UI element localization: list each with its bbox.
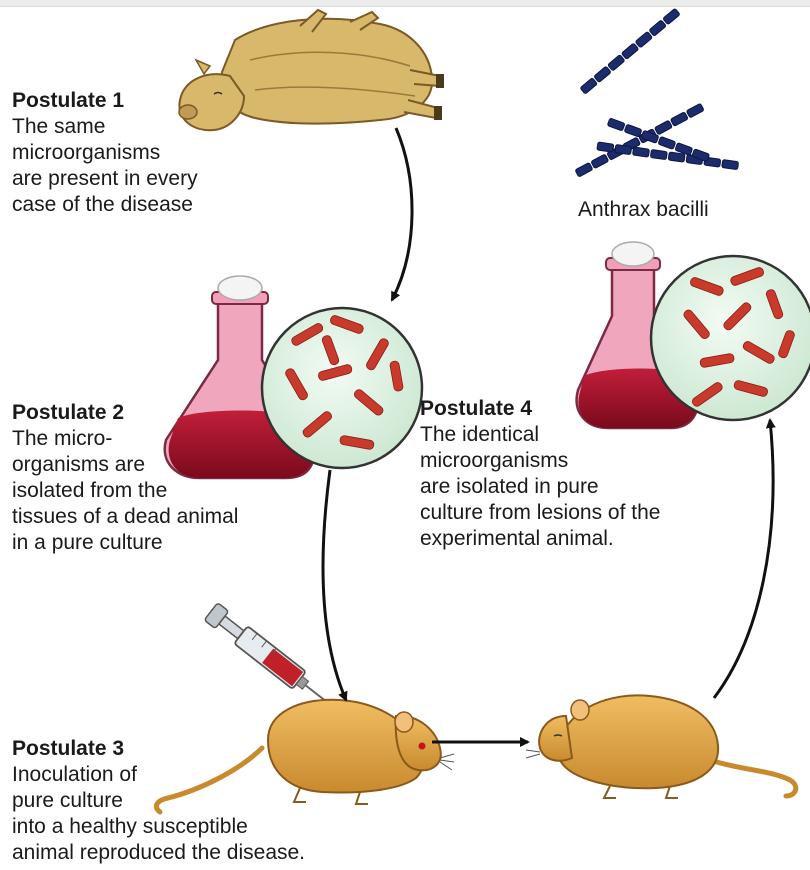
postulate-line: are present in every [12,166,198,192]
postulate-line: organisms are [12,452,238,478]
postulate-4-block: Postulate 4 The identical microorganisms… [420,396,660,552]
postulate-line: isolated from the [12,478,238,504]
postulate-1-block: Postulate 1 The same microorganisms are … [12,88,198,218]
postulate-title: Postulate 1 [12,88,198,114]
postulate-2-block: Postulate 2 The micro- organisms are iso… [12,400,238,556]
postulate-line: pure culture [12,788,305,814]
postulate-line: animal reproduced the disease. [12,840,305,866]
microscope-view-icon [262,308,422,468]
microscope-view-icon [651,256,810,420]
postulate-title: Postulate 4 [420,396,660,422]
postulate-line: experimental animal. [420,526,660,552]
dead-cow-icon [179,10,444,130]
postulate-line: The identical [420,422,660,448]
postulate-line: in a pure culture [12,530,238,556]
syringe-icon [204,603,339,715]
postulate-line: The same [12,114,198,140]
postulate-line: culture from lesions of the [420,500,660,526]
arrow-icon [392,128,412,300]
postulate-line: The micro- [12,426,238,452]
postulate-line: microorganisms [12,140,198,166]
postulate-3-block: Postulate 3 Inoculation of pure culture … [12,736,305,866]
sick-rat-icon [526,695,796,798]
bacilli-caption: Anthrax bacilli [578,198,709,222]
postulate-line: case of the disease [12,192,198,218]
arrow-icon [323,470,346,700]
postulate-title: Postulate 2 [12,400,238,426]
postulate-line: are isolated in pure [420,474,660,500]
postulate-line: into a healthy susceptible [12,814,305,840]
anthrax-bacilli-icon [575,8,739,177]
arrow-icon [714,420,773,698]
postulate-title: Postulate 3 [12,736,305,762]
postulate-line: microorganisms [420,448,660,474]
postulate-line: tissues of a dead animal [12,504,238,530]
postulate-line: Inoculation of [12,762,305,788]
